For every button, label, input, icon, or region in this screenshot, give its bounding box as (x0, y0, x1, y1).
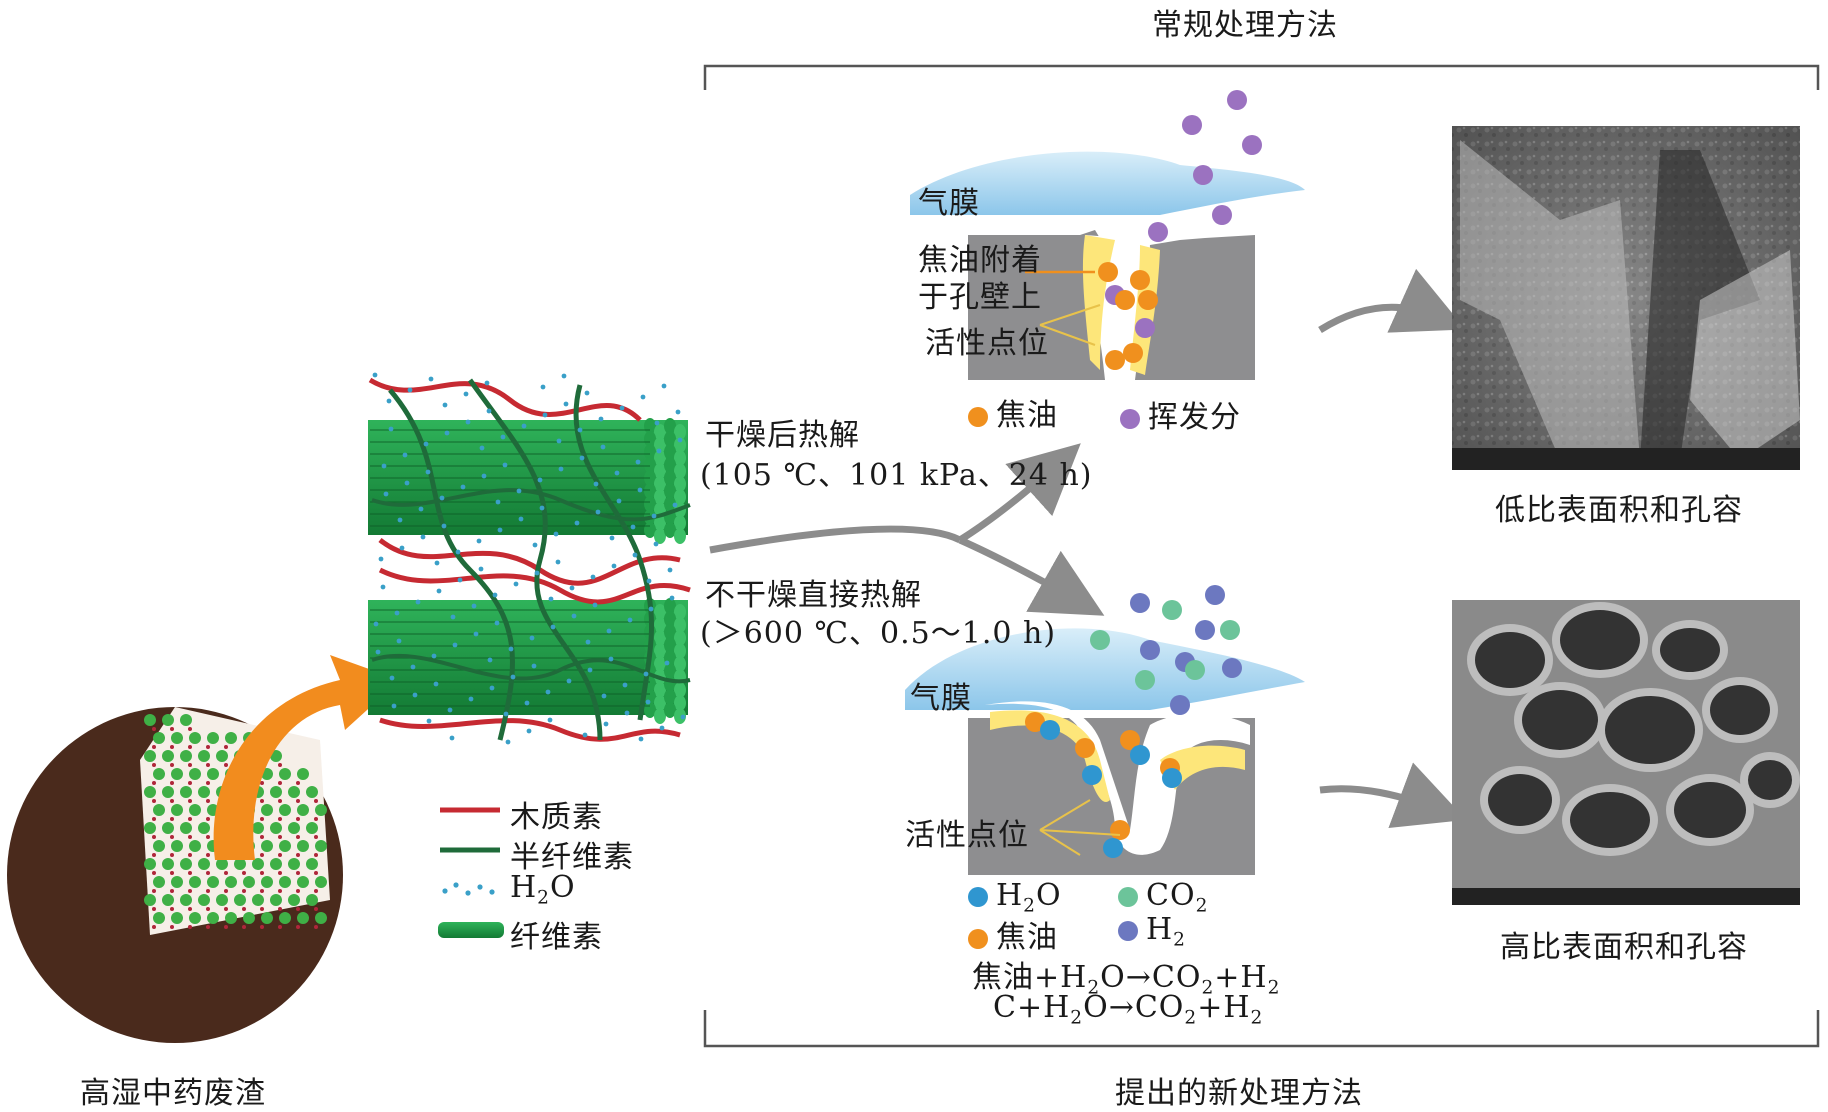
upper-path-title: 干燥后热解 (705, 418, 860, 453)
legend-water: H2O (510, 870, 576, 909)
upper-path-conditions: (105 ℃、101 kPa、24 h) (700, 458, 1093, 493)
tar-swatch (968, 407, 988, 427)
result-arrows (1318, 268, 1467, 829)
top-legend-tar: 焦油 (968, 390, 1058, 434)
result-low-surface: 低比表面积和孔容 (1495, 493, 1743, 528)
tar-swatch-2 (968, 929, 988, 949)
sem-image-bottom (1452, 600, 1800, 905)
bottom-legend-tar: 焦油 (968, 912, 1058, 956)
volatile-swatch (1120, 409, 1140, 429)
conventional-title: 常规处理方法 (1152, 8, 1338, 43)
top-pore-panel (910, 90, 1305, 380)
waste-label: 高湿中药废渣 (80, 1076, 266, 1111)
co2-swatch (1118, 887, 1138, 907)
legend-cellulose: 纤维素 (510, 920, 603, 955)
zoom-arrow (213, 655, 400, 860)
bottom-active-site-label: 活性点位 (905, 818, 1029, 853)
reaction-carbon-steam: C+H2O→CO2+H2 (993, 990, 1264, 1029)
top-tar-attach-line2: 于孔壁上 (918, 280, 1042, 315)
proposed-bracket (703, 1010, 1820, 1048)
biomass-sphere (7, 707, 343, 1043)
conventional-bracket (703, 64, 1820, 90)
branch-arrows (709, 443, 1105, 616)
bottom-gas-film-label: 气膜 (910, 681, 972, 716)
top-active-site-label: 活性点位 (925, 326, 1049, 361)
fiber-bundle (365, 365, 691, 745)
h2o-swatch (968, 887, 988, 907)
lower-path-conditions: (＞600 ℃、0.5～1.0 h) (700, 616, 1057, 651)
legend-lignin: 木质素 (510, 800, 603, 835)
sem-image-top (1452, 126, 1800, 470)
proposed-title: 提出的新处理方法 (1115, 1076, 1363, 1111)
legend-hemicellulose: 半纤维素 (510, 840, 634, 875)
reaction-tar-steam: 焦油+H2O→CO2+H2 (972, 960, 1281, 999)
lower-path-title: 不干燥直接热解 (705, 578, 922, 613)
top-tar-attach-line1: 焦油附着 (918, 243, 1042, 278)
bottom-legend-co2: CO2 (1118, 878, 1208, 915)
bottom-legend-h2: H2 (1118, 912, 1186, 949)
legend-graphics (438, 807, 504, 938)
top-gas-film-label: 气膜 (918, 186, 980, 221)
bottom-legend-h2o: H2O (968, 878, 1062, 915)
bottom-pore-panel (905, 585, 1305, 875)
h2-swatch (1118, 921, 1138, 941)
result-high-surface: 高比表面积和孔容 (1500, 930, 1748, 965)
top-legend-volatile: 挥发分 (1120, 392, 1241, 436)
